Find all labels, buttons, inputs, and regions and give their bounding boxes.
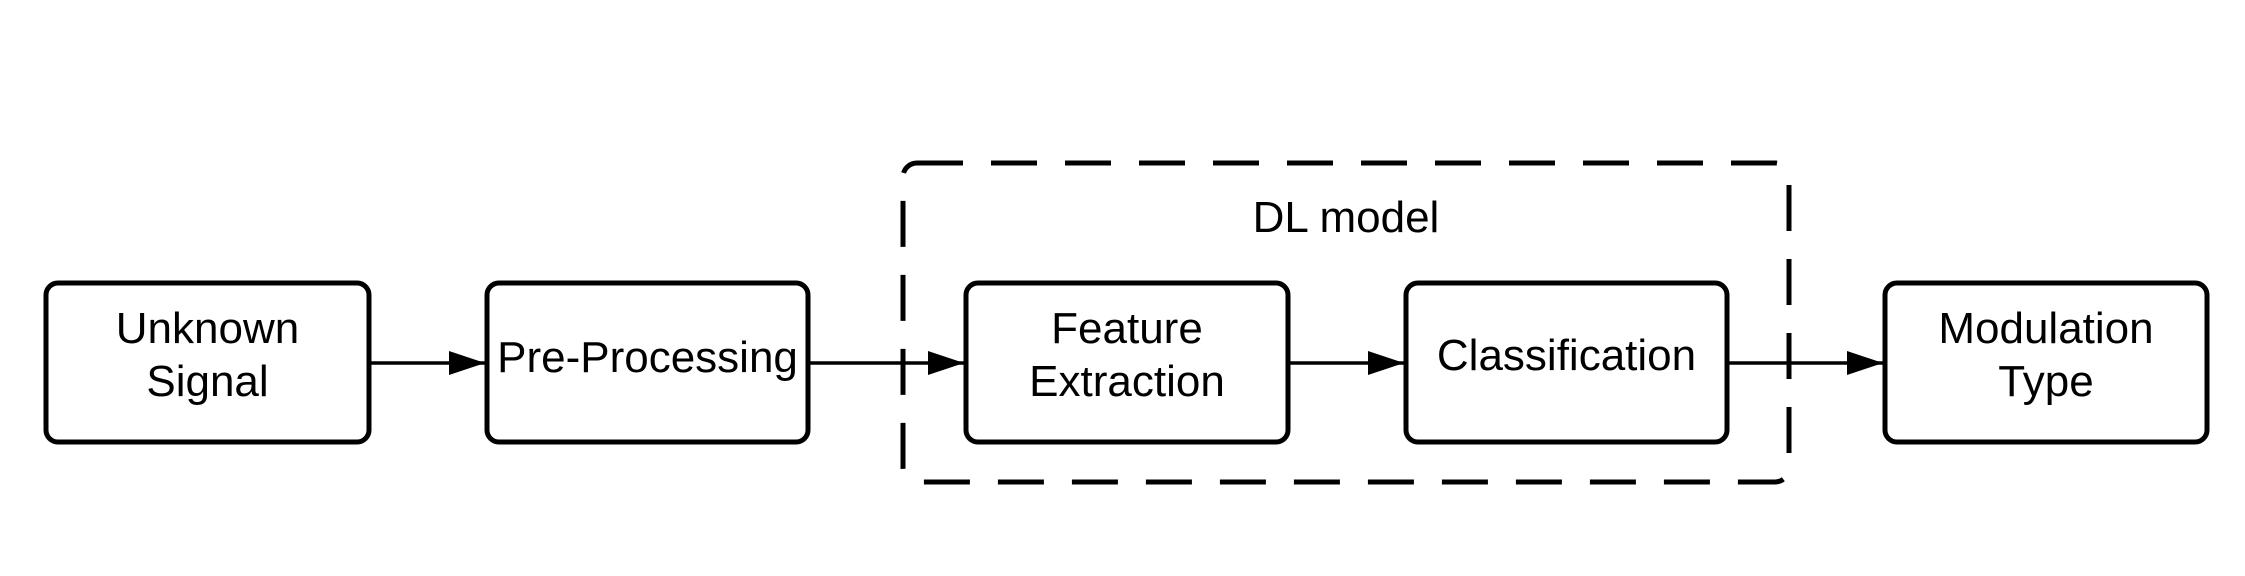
node-classification-label: Classification [1437, 331, 1696, 380]
node-modulation-type-line2: Type [1998, 357, 2093, 406]
node-pre-processing: Pre-Processing [484, 280, 811, 445]
node-unknown-signal-line1: Unknown [116, 304, 299, 353]
node-modulation-type: Modulation Type [1882, 280, 2210, 445]
dl-model-label: DL model [1253, 193, 1440, 242]
node-unknown-signal: Unknown Signal [43, 280, 372, 445]
node-classification: Classification [1403, 280, 1730, 445]
node-unknown-signal-line2: Signal [146, 357, 268, 406]
node-feature-extraction-line1: Feature [1051, 304, 1203, 353]
node-feature-extraction: Feature Extraction [963, 280, 1291, 445]
node-pre-processing-label: Pre-Processing [497, 333, 798, 382]
node-feature-extraction-line2: Extraction [1029, 357, 1225, 406]
node-modulation-type-line1: Modulation [1938, 304, 2153, 353]
